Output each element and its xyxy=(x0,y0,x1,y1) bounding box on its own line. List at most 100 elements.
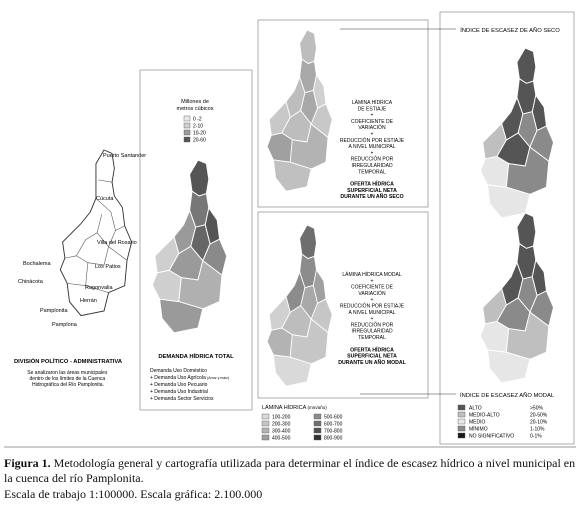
index-swatch xyxy=(457,418,466,425)
index-dry-label-bg xyxy=(456,24,568,34)
supply-modal-panel: LÁMINA HÍDRICA MODAL+COEFICIENTE DEVARIA… xyxy=(257,211,429,399)
index-label: NO SIGNIFICATIVO xyxy=(469,434,514,440)
index-value: 1-10% xyxy=(530,427,545,433)
formula-result: OFERTA HÍDRICA xyxy=(350,345,394,353)
demand-legend-title: Millones de xyxy=(181,99,209,105)
index-label: MÍNIMO xyxy=(469,426,488,433)
formula-result: SUPERFICIAL NETA xyxy=(347,188,397,194)
demand-map xyxy=(151,159,228,334)
legend-swatch xyxy=(183,115,191,122)
index-panel: ÍNDICE DE ESCASEZ DE AÑO SECO ÍNDICE DE … xyxy=(340,11,575,445)
formula-line: VARIACIÓN xyxy=(358,124,386,131)
index-label: MEDIO xyxy=(469,420,486,426)
lamina-swatch xyxy=(261,434,270,441)
formula-line: + xyxy=(371,278,374,284)
formula-line: REDUCCIÓN POR ESTIAJE xyxy=(340,137,405,144)
formula-line: + xyxy=(371,150,374,156)
formula-line: COEFICIENTE DE xyxy=(351,119,394,125)
formula-line: A NIVEL MUNICIPAL xyxy=(349,144,396,150)
formula-line: VARIACIÓN xyxy=(358,290,386,297)
lamina-swatch xyxy=(313,413,322,420)
admin-note: Se analizaron las áreas municipales dent… xyxy=(27,370,108,388)
index-modal-label-bg xyxy=(456,389,568,399)
formula-result: SUPERFICIAL NETA xyxy=(347,354,397,360)
lamina-label: 400-500 xyxy=(272,436,291,442)
formula-result: OFERTA HÍDRICA xyxy=(350,180,394,188)
municipality-region xyxy=(189,159,210,197)
formula-line: TEMPORAL xyxy=(358,169,386,175)
municipality-region xyxy=(272,159,312,192)
supply-modal-border xyxy=(257,211,429,399)
legend-label: 2-10 xyxy=(193,124,203,130)
formula-line: + xyxy=(371,316,374,322)
legend-label: 20-60 xyxy=(193,138,206,144)
municipality-region xyxy=(202,238,228,277)
municipality-region xyxy=(310,103,333,139)
figure-caption: Figura 1. Metodología general y cartogra… xyxy=(4,456,576,486)
supply-dry-border xyxy=(257,19,429,208)
supply-modal-map xyxy=(266,224,333,387)
demand-item: Demanda Uso Doméstico xyxy=(150,368,207,374)
municipality-region xyxy=(516,47,537,84)
index-swatch xyxy=(457,404,466,411)
demand-legend-unit: metros cúbicos xyxy=(177,106,214,112)
city-label: Los Patios xyxy=(95,264,121,270)
formula-line: REDUCCIÓN POR xyxy=(351,156,394,163)
lamina-swatch xyxy=(261,413,270,420)
demand-panel: Millones de metros cúbicos 0 -22-1010-20… xyxy=(139,69,253,411)
index-swatch xyxy=(457,425,466,432)
municipality-region xyxy=(299,29,317,65)
index-value: 0-1% xyxy=(530,434,542,440)
lamina-swatch xyxy=(313,420,322,427)
municipality-region xyxy=(529,125,555,163)
legend-swatch xyxy=(183,129,191,136)
municipality-region xyxy=(479,156,510,188)
formula-line: LÁMINA HÍDRICA MODAL xyxy=(342,271,401,278)
caption-text: Metodología general y cartografía utiliz… xyxy=(4,456,576,485)
lamina-label: 700-800 xyxy=(324,429,343,435)
city-label: Pamplonita xyxy=(40,308,68,314)
lamina-label: 800-900 xyxy=(324,436,343,442)
index-modal-map xyxy=(479,212,555,384)
municipality-region xyxy=(479,321,510,353)
municipality-region xyxy=(516,212,537,249)
demand-item: + Demanda Uso Industrial xyxy=(150,389,208,395)
city-label: Herrán xyxy=(80,298,97,304)
legend-label: 0 -2 xyxy=(193,117,202,123)
lamina-legend-title: LÁMINA HÍDRICA (mm/año) xyxy=(262,404,327,411)
formula-line: + xyxy=(371,113,374,119)
lamina-swatch xyxy=(261,427,270,434)
formula-line: DE ESTIAJE xyxy=(358,106,387,112)
formula-line: A NIVEL MUNICIPAL xyxy=(349,310,396,316)
city-label: Villa del Rosario xyxy=(97,240,137,246)
municipality-region xyxy=(266,132,293,163)
formula-line: REDUCCIÓN POR xyxy=(351,321,394,328)
lamina-swatch xyxy=(313,427,322,434)
caption-label: Figura 1. xyxy=(4,456,51,470)
supply-modal-formula: LÁMINA HÍDRICA MODAL+COEFICIENTE DEVARIA… xyxy=(338,271,406,366)
municipality-region xyxy=(266,327,293,358)
demand-item: + Demanda Uso Pecuario xyxy=(150,382,208,388)
index-label: ALTO xyxy=(469,406,482,412)
index-modal-label: ÍNDICE DE ESCASEZ AÑO MODAL xyxy=(460,392,555,399)
index-dry-map xyxy=(479,47,555,219)
formula-result: DURANTE UN AÑO MODAL xyxy=(338,359,406,366)
lamina-label: 200-300 xyxy=(272,422,291,428)
city-label: Bochalema xyxy=(23,261,51,267)
index-swatch xyxy=(457,432,466,439)
municipality-region xyxy=(299,224,317,260)
admin-title: DIVISIÓN POLÍTICO - ADMINISTRATIVA xyxy=(14,357,123,365)
lamina-swatch xyxy=(261,420,270,427)
index-dry-label: ÍNDICE DE ESCASEZ DE AÑO SECO xyxy=(460,27,560,34)
index-label: MEDIO-ALTO xyxy=(469,413,500,419)
city-label: Pamplona xyxy=(52,322,78,328)
legend-swatch xyxy=(183,136,191,143)
admin-panel: Puerto Santander Cúcuta Villa del Rosari… xyxy=(14,149,146,388)
demand-title: DEMANDA HÍDRICA TOTAL xyxy=(158,352,234,360)
formula-line: IRREGULARIDAD xyxy=(351,329,393,335)
formula-line: TEMPORAL xyxy=(358,335,386,341)
